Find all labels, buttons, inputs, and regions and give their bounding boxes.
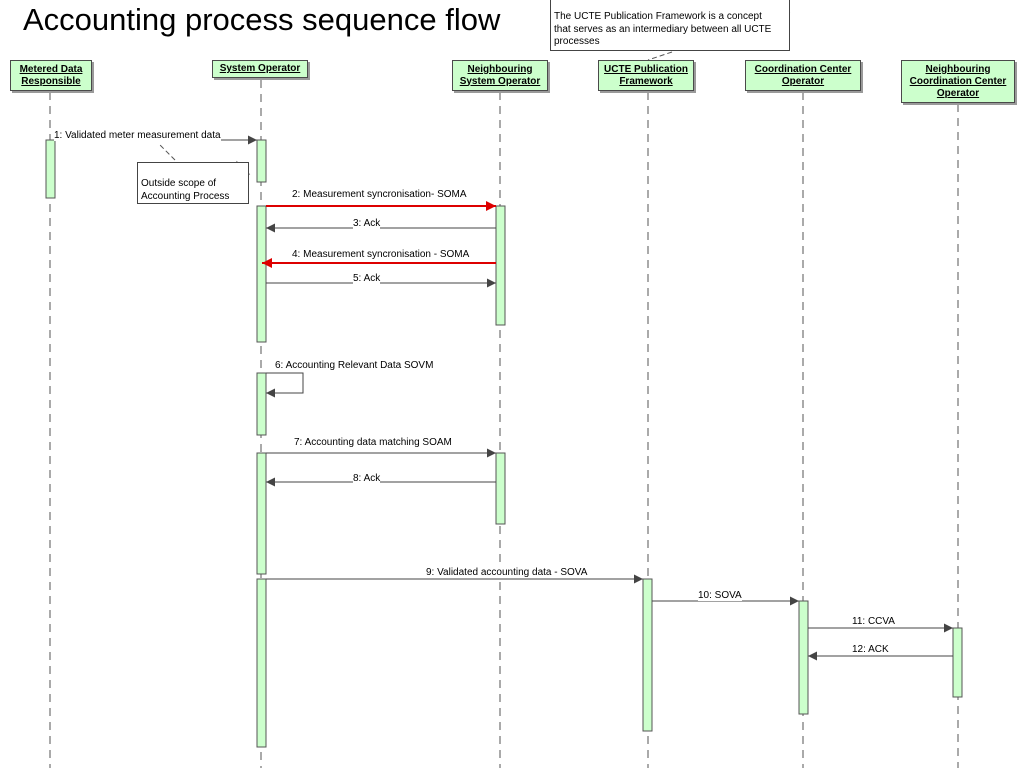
message-label-10: 10: SOVA (698, 590, 742, 601)
message-label-5: 5: Ack (353, 273, 381, 284)
message-label-9: 9: Validated accounting data - SOVA (426, 567, 588, 578)
diagram-title: Accounting process sequence flow (23, 2, 501, 37)
actor-metered-data-responsible: Metered Data Responsible (10, 60, 92, 91)
actor-neighbouring-system-operator: Neighbouring System Operator (452, 60, 548, 91)
message-label-7: 7: Accounting data matching SOAM (294, 437, 452, 448)
actor-ucte-publication-framework: UCTE Publication Framework (598, 60, 694, 91)
message-label-11: 11: CCVA (852, 616, 895, 627)
actor-label: Neighbouring Coordination Center Operato… (909, 63, 1007, 99)
note-framework: The UCTE Publication Framework is a conc… (550, 0, 790, 51)
activation-box (798, 600, 809, 715)
message-label-12: 12: ACK (852, 644, 889, 655)
message-label-4: 4: Measurement syncronisation - SOMA (292, 249, 470, 260)
message-label-1: 1: Validated meter measurement data (54, 130, 221, 141)
actor-coordination-center-operator: Coordination Center Operator (745, 60, 861, 91)
activation-box (256, 372, 267, 436)
activation-box (952, 627, 963, 698)
activation-box (256, 452, 267, 575)
activation-box (256, 205, 267, 343)
message-label-6: 6: Accounting Relevant Data SOVM (275, 360, 434, 371)
actor-label: System Operator (219, 63, 301, 74)
note-connector (647, 51, 673, 61)
activation-box (256, 578, 267, 748)
activation-box (45, 139, 56, 199)
actor-system-operator: System Operator (212, 60, 308, 78)
message-label-8: 8: Ack (353, 473, 381, 484)
message-label-3: 3: Ack (353, 218, 381, 229)
activation-box (256, 139, 267, 183)
note-connector (159, 144, 176, 161)
actor-label: Coordination Center Operator (754, 63, 852, 87)
activation-box (495, 452, 506, 525)
activation-box (642, 578, 653, 732)
message-label-2: 2: Measurement syncronisation- SOMA (292, 189, 467, 200)
actor-label: Neighbouring System Operator (459, 63, 541, 87)
activation-box (495, 205, 506, 326)
actor-label: UCTE Publication Framework (604, 63, 688, 87)
actor-label: Metered Data Responsible (19, 63, 83, 87)
message-arrow-6 (266, 372, 304, 398)
actor-neighbouring-coordination-center-operator: Neighbouring Coordination Center Operato… (901, 60, 1015, 103)
note-outside-scope: Outside scope of Accounting Process (137, 162, 249, 204)
